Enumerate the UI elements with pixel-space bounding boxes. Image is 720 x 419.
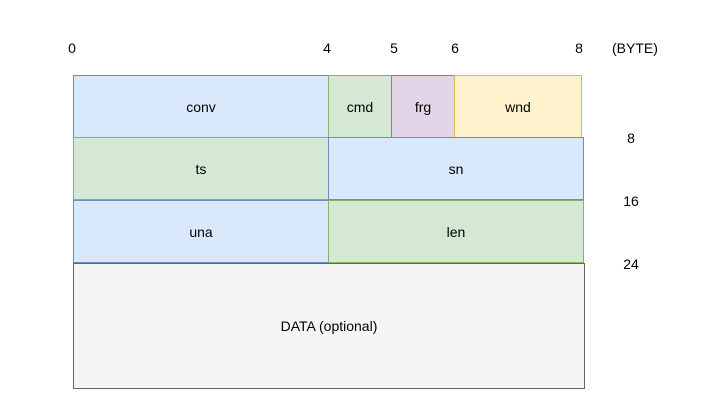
packet-row-1: conv cmd frg wnd — [73, 75, 585, 138]
field-una: una — [73, 200, 329, 263]
field-wnd: wnd — [454, 75, 582, 138]
packet-row-2: ts sn — [73, 137, 585, 200]
field-ts: ts — [73, 137, 329, 200]
field-len: len — [328, 200, 584, 263]
byte-tick-5: 5 — [390, 40, 398, 56]
offset-label-24: 24 — [623, 256, 639, 272]
field-cmd: cmd — [328, 75, 392, 138]
packet-row-3: una len — [73, 200, 585, 263]
field-data: DATA (optional) — [73, 263, 585, 389]
offset-label-16: 16 — [623, 193, 639, 209]
packet-field-grid: conv cmd frg wnd ts sn una len DATA (opt… — [73, 75, 585, 390]
byte-unit-label: (BYTE) — [612, 40, 658, 56]
byte-tick-0: 0 — [68, 40, 76, 56]
offset-label-8: 8 — [627, 130, 635, 146]
byte-scale-axis: 0 4 5 6 8 (BYTE) — [0, 40, 720, 56]
byte-tick-4: 4 — [323, 40, 331, 56]
packet-row-4: DATA (optional) — [73, 263, 585, 389]
field-frg: frg — [391, 75, 455, 138]
field-sn: sn — [328, 137, 584, 200]
byte-tick-8: 8 — [575, 40, 583, 56]
field-conv: conv — [73, 75, 329, 138]
byte-tick-6: 6 — [451, 40, 459, 56]
